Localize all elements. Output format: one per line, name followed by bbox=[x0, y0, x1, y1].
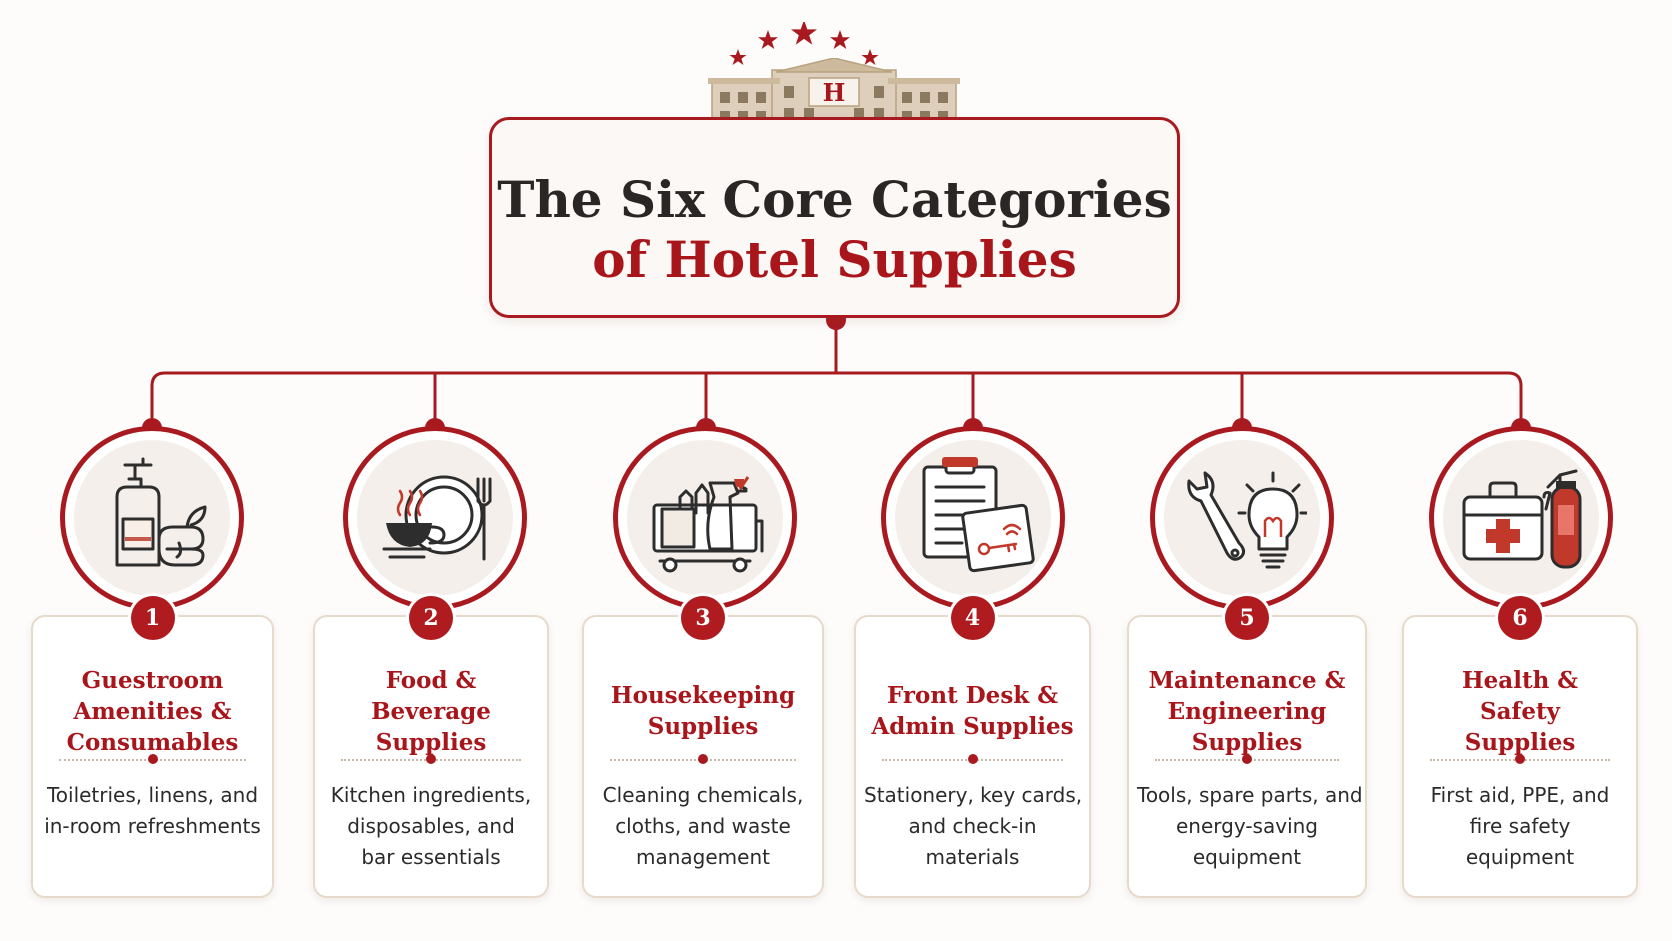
category-5-description: Tools, spare parts, and energy-saving eq… bbox=[1137, 783, 1363, 869]
category-1-card: 1 Guestroom Amenities & Consumables Toil… bbox=[31, 596, 274, 898]
category-2-icon-circle bbox=[343, 426, 527, 610]
category-5-number-badge: 5 bbox=[1225, 596, 1269, 640]
category-1-description: Toiletries, linens, and in-room refreshm… bbox=[44, 783, 261, 838]
clipboard-keycard-icon bbox=[922, 457, 1035, 573]
category-4-icon-circle bbox=[881, 426, 1065, 610]
category-4-title: Front Desk & Admin Supplies bbox=[871, 682, 1074, 740]
category-2-description: Kitchen ingredients, disposables, and ba… bbox=[330, 783, 532, 869]
category-2-number-badge: 2 bbox=[409, 596, 453, 640]
page-title-line2: of Hotel Supplies bbox=[592, 230, 1077, 289]
separator-dot bbox=[1515, 754, 1525, 764]
category-6-card: 6 Health & Safety Supplies First aid, PP… bbox=[1402, 596, 1638, 898]
category-2-title: Food & Beverage Supplies bbox=[371, 666, 491, 756]
category-4-card: 4 Front Desk & Admin Supplies Stationery… bbox=[854, 596, 1091, 898]
category-4-description: Stationery, key cards, and check-in mate… bbox=[864, 783, 1083, 869]
category-3-description: Cleaning chemicals, cloths, and waste ma… bbox=[602, 783, 804, 869]
category-6-title: Health & Safety Supplies bbox=[1461, 666, 1579, 756]
first-aid-extinguisher-icon bbox=[1462, 469, 1582, 569]
title-box: The Six Core Categories of Hotel Supplie… bbox=[489, 117, 1180, 318]
separator-dot bbox=[1242, 754, 1252, 764]
separator-dot bbox=[426, 754, 436, 764]
separator-dot bbox=[147, 754, 158, 764]
category-2-card: 2 Food & Beverage Supplies Kitchen ingre… bbox=[313, 596, 549, 898]
category-5-card: 5 Maintenance & Engineering Supplies Too… bbox=[1127, 596, 1367, 898]
category-6-description: First aid, PPE, and fire safety equipmen… bbox=[1430, 783, 1610, 869]
food-beverage-icon bbox=[382, 475, 492, 561]
separator-dot bbox=[698, 754, 708, 764]
separator-dot bbox=[967, 754, 978, 764]
category-3-number-badge: 3 bbox=[681, 596, 725, 640]
category-4-number-badge: 4 bbox=[950, 596, 995, 640]
category-6-number-badge: 6 bbox=[1498, 596, 1542, 640]
category-1-title: Guestroom Amenities & Consumables bbox=[66, 666, 239, 756]
category-3-title: Housekeeping Supplies bbox=[610, 682, 796, 740]
category-3-card: 3 Housekeeping Supplies Cleaning chemica… bbox=[582, 596, 824, 898]
page-title-line1: The Six Core Categories bbox=[497, 170, 1172, 229]
housekeeping-cart-icon bbox=[652, 476, 764, 573]
category-1-number-badge: 1 bbox=[130, 596, 175, 640]
category-5-title: Maintenance & Engineering Supplies bbox=[1148, 666, 1346, 756]
toiletries-icon bbox=[115, 457, 207, 567]
wrench-lightbulb-icon bbox=[1187, 471, 1307, 569]
category-5-icon-circle bbox=[1150, 426, 1334, 610]
category-1-icon-circle bbox=[60, 426, 244, 610]
category-6-icon-circle bbox=[1429, 426, 1613, 610]
hotel-sign-letter: H bbox=[823, 78, 846, 107]
category-3-icon-circle bbox=[613, 426, 797, 610]
rating-stars-icon bbox=[729, 22, 879, 65]
